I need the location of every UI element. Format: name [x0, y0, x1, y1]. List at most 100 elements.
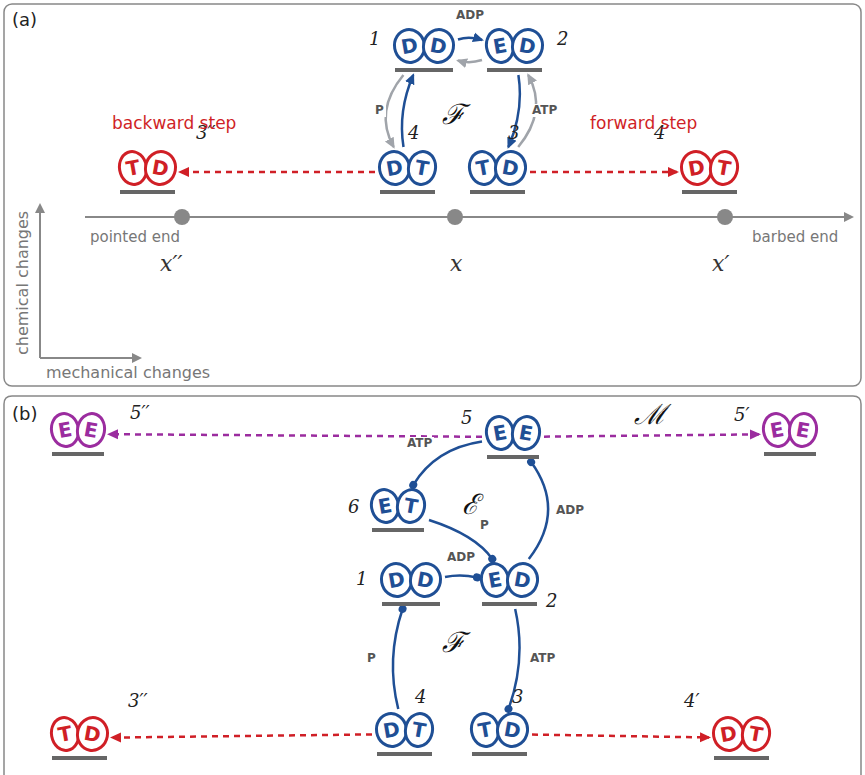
nucleotide-letter: D [387, 569, 407, 592]
symbol-label: x′′ [160, 252, 182, 276]
monomer-oval: T [393, 486, 429, 527]
filament-bar [482, 602, 537, 606]
actin-state: 3TD [470, 712, 529, 756]
transition-arrow [458, 38, 482, 40]
nucleotide-letter: D [151, 157, 171, 180]
monomer-oval: D [141, 147, 180, 188]
state-number: 1 [369, 30, 380, 48]
molecule-label: P [373, 104, 386, 117]
text-label: forward step [590, 114, 697, 133]
symbol-label: ℳ [634, 400, 666, 431]
monomer-oval: E [508, 413, 544, 454]
state-number: 1 [356, 570, 367, 588]
nucleotide-letter: D [503, 719, 523, 742]
state-number: 3 [508, 124, 519, 142]
monomer-oval: D [406, 559, 445, 600]
filament-bar [382, 602, 440, 606]
nucleotide-letter: E [769, 419, 786, 441]
symbol-label: ℱ [442, 628, 465, 659]
transition-arrow [458, 60, 482, 62]
nucleotide-letter: D [400, 35, 420, 58]
monomer-oval: D [73, 713, 112, 754]
nucleotide-letter: E [83, 419, 100, 441]
transition-arrow [529, 462, 548, 559]
filament-bar [487, 68, 542, 72]
filament-bar [714, 756, 769, 760]
nucleotide-letter: D [687, 157, 707, 180]
state-number: 5 [461, 409, 472, 427]
filament-bar [52, 452, 104, 456]
nucleotide-letter: D [719, 723, 739, 746]
monomer-oval: D [419, 25, 458, 66]
nucleotide-letter: T [57, 723, 74, 745]
actin-state: 2ED [485, 28, 544, 72]
nucleotide-letter: E [377, 495, 394, 517]
filament-bar [395, 68, 453, 72]
text-label: mechanical changes [46, 364, 210, 382]
monomer-oval: E [785, 410, 821, 451]
actin-state: 3TD [468, 150, 527, 194]
actin-state: 5′EE [762, 412, 818, 456]
text-label: backward step [112, 114, 236, 133]
symbol-label: x′ [712, 252, 729, 276]
actin-state: 4′DT [680, 150, 739, 194]
molecule-label: ADP [554, 504, 586, 517]
transition-arrow [180, 171, 375, 174]
symbol-label: x [450, 252, 462, 276]
actin-state: 4′DT [712, 716, 771, 760]
molecule-label: ADP [445, 551, 477, 564]
nucleotide-letter: D [513, 569, 533, 592]
monomer-oval: D [493, 709, 532, 750]
filament-bar [472, 752, 527, 756]
molecule-label: P [365, 652, 378, 665]
molecule-label: ATP [530, 104, 559, 117]
filament-bar [682, 190, 737, 194]
panel-border [4, 4, 861, 386]
filament-bar [377, 752, 432, 756]
state-number: 4 [415, 688, 426, 706]
actin-state: 3′′TD [118, 150, 177, 194]
nucleotide-letter: D [382, 719, 402, 742]
filament-bar [764, 452, 816, 456]
nucleotide-letter: T [716, 157, 733, 179]
state-number: 2 [557, 30, 568, 48]
filament-bar [487, 455, 539, 459]
transition-arrow [530, 171, 677, 174]
text-label: (a) [12, 10, 37, 30]
filament-bar [372, 528, 424, 532]
monomer-oval: E [73, 410, 109, 451]
transition-arrow [532, 735, 709, 738]
nucleotide-letter: E [795, 419, 812, 441]
nucleotide-letter: T [403, 495, 420, 517]
text-label: pointed end [90, 229, 180, 246]
nucleotide-letter: T [125, 157, 142, 179]
nucleotide-letter: D [518, 35, 538, 58]
nucleotide-letter: D [83, 723, 103, 746]
monomer-oval: T [404, 148, 440, 189]
molecule-label: P [478, 519, 491, 532]
nucleotide-letter: E [57, 419, 74, 441]
filament-bar [52, 756, 107, 760]
text-label: (b) [12, 404, 37, 424]
monomer-oval: D [508, 25, 547, 66]
nucleotide-letter: E [492, 35, 509, 57]
axis-label: chemical changes [14, 211, 32, 355]
transition-arrow [445, 576, 477, 578]
actin-state: 2ED [480, 562, 539, 606]
state-number: 4 [408, 124, 419, 142]
filament-bar [470, 190, 525, 194]
monomer-oval: T [706, 148, 742, 189]
state-number: 3 [512, 688, 523, 706]
transition-arrow [393, 609, 403, 709]
nucleotide-letter: D [501, 157, 521, 180]
actin-state: 5EE [485, 415, 541, 459]
nucleotide-letter: D [429, 35, 449, 58]
actin-state: 4DT [378, 150, 437, 194]
molecule-label: ADP [454, 9, 486, 22]
molecule-label: ATP [528, 652, 557, 665]
state-number: 5′ [734, 406, 750, 424]
panel-border [4, 396, 861, 775]
axis-arrow [40, 357, 140, 359]
state-number: 3′′ [128, 692, 148, 710]
